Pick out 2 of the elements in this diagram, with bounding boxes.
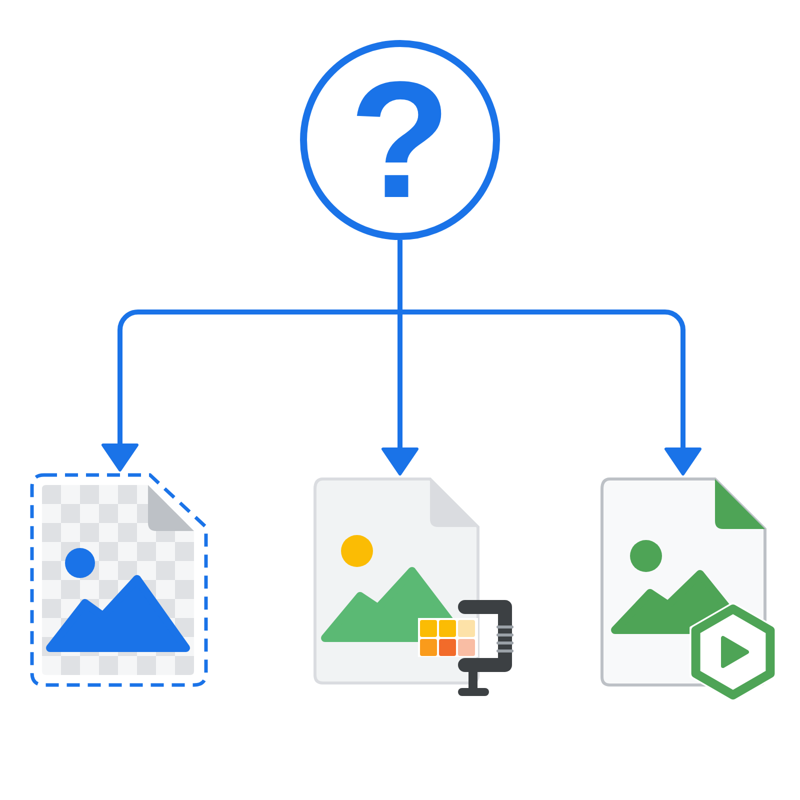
transparent-image-file-icon (30, 473, 211, 687)
question-mark: ? (349, 58, 451, 224)
